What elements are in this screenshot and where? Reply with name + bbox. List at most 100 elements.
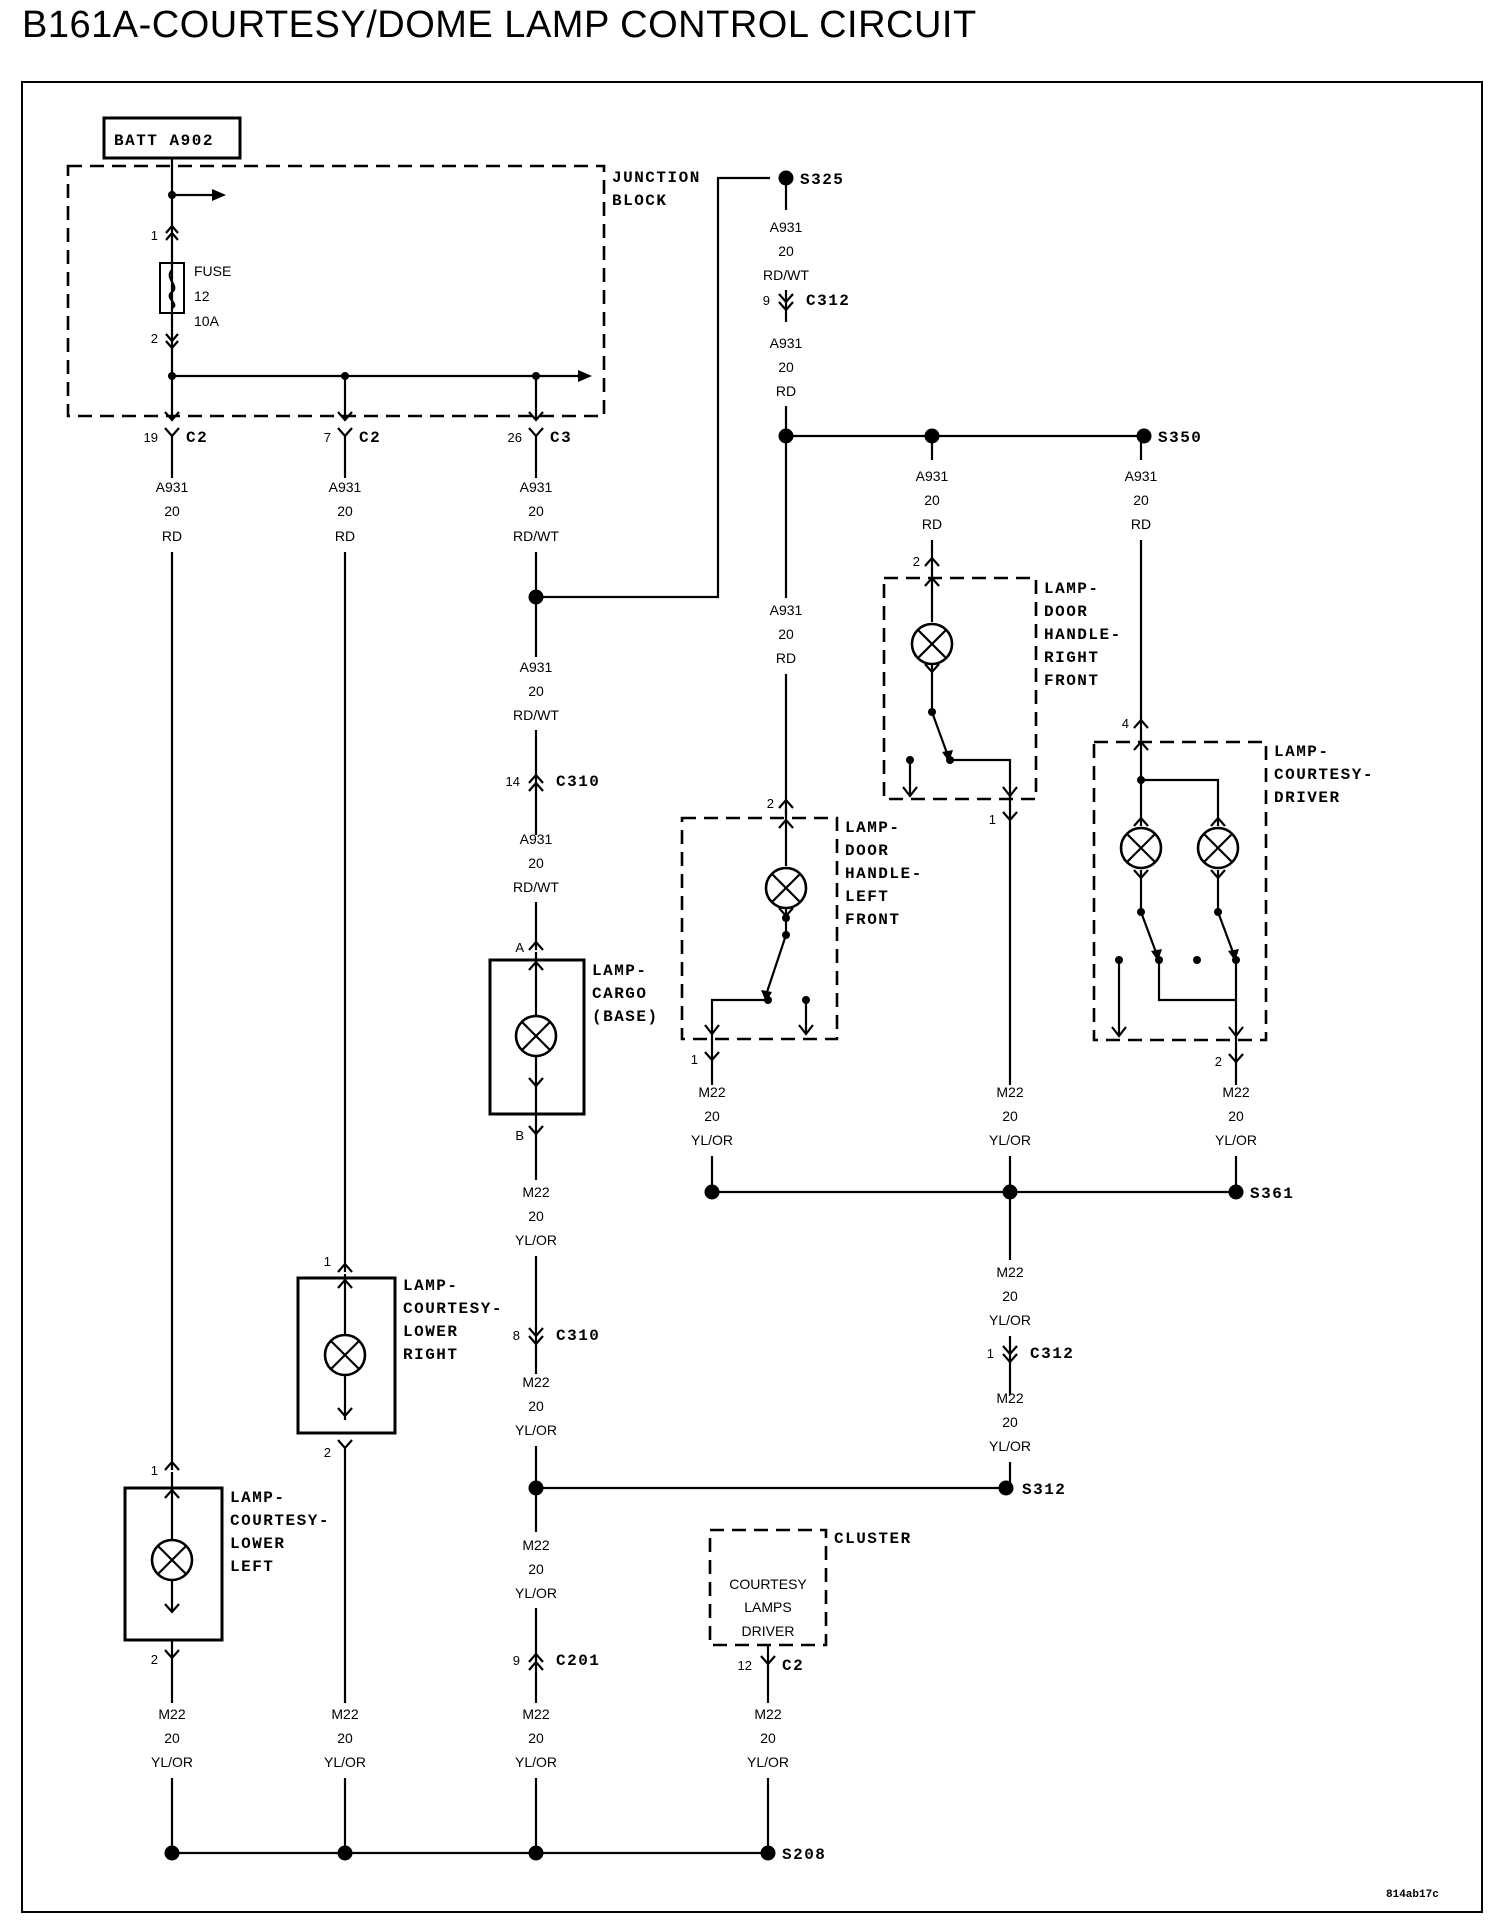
svg-text:2: 2 — [324, 1445, 331, 1460]
svg-text:20: 20 — [760, 1730, 776, 1746]
svg-text:8: 8 — [513, 1328, 520, 1343]
svg-text:C2: C2 — [359, 429, 381, 447]
wire-label-x536-c: M22 20 YL/OR — [515, 1184, 557, 1248]
svg-text:COURTESY-: COURTESY- — [1274, 766, 1374, 784]
wire-label-x345-m22: M22 20 YL/OR — [324, 1706, 366, 1770]
svg-text:M22: M22 — [1222, 1084, 1249, 1100]
svg-text:YL/OR: YL/OR — [1215, 1132, 1257, 1148]
svg-text:M22: M22 — [522, 1184, 549, 1200]
splice-s361: S361 — [1250, 1185, 1294, 1203]
svg-text:C2: C2 — [186, 429, 208, 447]
svg-text:M22: M22 — [522, 1374, 549, 1390]
svg-text:RIGHT: RIGHT — [403, 1346, 459, 1364]
svg-text:HANDLE-: HANDLE- — [845, 865, 923, 883]
splice-s208: S208 — [782, 1846, 826, 1864]
wire-label-left-m22: M22 20 YL/OR — [151, 1706, 193, 1770]
svg-text:A931: A931 — [329, 479, 362, 495]
junction-block-label-2: BLOCK — [612, 192, 668, 210]
svg-text:20: 20 — [528, 503, 544, 519]
svg-text:LOWER: LOWER — [230, 1535, 286, 1553]
driver-bulb-1-icon — [1119, 826, 1163, 870]
cargo-bulb-icon — [514, 1014, 558, 1058]
svg-text:C201: C201 — [556, 1652, 600, 1670]
wire-label-x536-b: A931 20 RD/WT — [513, 831, 559, 895]
output-c2-19: 19 C2 A931 20 RD — [144, 411, 208, 544]
fuse-number: 12 — [194, 288, 210, 304]
svg-text:YL/OR: YL/OR — [515, 1232, 557, 1248]
svg-text:RD: RD — [335, 528, 355, 544]
svg-text:20: 20 — [1133, 492, 1149, 508]
svg-text:M22: M22 — [996, 1084, 1023, 1100]
svg-text:LEFT: LEFT — [230, 1558, 274, 1576]
svg-text:A931: A931 — [770, 335, 803, 351]
svg-text:20: 20 — [337, 1730, 353, 1746]
svg-text:YL/OR: YL/OR — [151, 1754, 193, 1770]
fuse-label: FUSE — [194, 263, 231, 279]
svg-text:COURTESY-: COURTESY- — [403, 1300, 503, 1318]
driver-bulb-2-icon — [1196, 826, 1240, 870]
fuse-rating: 10A — [194, 313, 220, 329]
svg-text:A931: A931 — [520, 659, 553, 675]
svg-text:DRIVER: DRIVER — [1274, 789, 1341, 807]
svg-text:RD: RD — [776, 650, 796, 666]
svg-text:RD: RD — [1131, 516, 1151, 532]
svg-text:20: 20 — [528, 1208, 544, 1224]
svg-text:YL/OR: YL/OR — [989, 1438, 1031, 1454]
svg-text:YL/OR: YL/OR — [515, 1585, 557, 1601]
wire-label-x1236: M22 20 YL/OR — [1215, 1084, 1257, 1148]
svg-text:20: 20 — [528, 1730, 544, 1746]
svg-text:2: 2 — [767, 796, 774, 811]
door-right-bulb-icon — [910, 622, 954, 666]
svg-text:M22: M22 — [698, 1084, 725, 1100]
wire-label-x536-f: M22 20 YL/OR — [515, 1706, 557, 1770]
svg-text:20: 20 — [1228, 1108, 1244, 1124]
wire-label-x1141-a: A931 20 RD — [1125, 468, 1158, 532]
svg-text:C310: C310 — [556, 773, 600, 791]
connector-c310-bottom: 8 C310 — [513, 1327, 600, 1346]
wire-label-x1010-c: M22 20 YL/OR — [989, 1390, 1031, 1454]
svg-text:M22: M22 — [522, 1706, 549, 1722]
svg-text:1: 1 — [691, 1052, 698, 1067]
svg-text:YL/OR: YL/OR — [324, 1754, 366, 1770]
connector-c310-top: 14 C310 — [506, 773, 600, 792]
svg-text:LAMPS: LAMPS — [744, 1599, 791, 1615]
svg-text:26: 26 — [508, 430, 522, 445]
svg-text:COURTESY: COURTESY — [729, 1576, 807, 1592]
svg-text:4: 4 — [1122, 716, 1129, 731]
svg-text:B: B — [515, 1128, 524, 1143]
svg-text:DOOR: DOOR — [1044, 603, 1088, 621]
svg-text:A931: A931 — [1125, 468, 1158, 484]
svg-text:1: 1 — [151, 1463, 158, 1478]
svg-text:M22: M22 — [331, 1706, 358, 1722]
wire-label-x786-c: A931 20 RD — [770, 602, 803, 666]
svg-text:C310: C310 — [556, 1327, 600, 1345]
wire-label-x1010-b: M22 20 YL/OR — [989, 1264, 1031, 1328]
svg-text:20: 20 — [528, 683, 544, 699]
svg-text:A931: A931 — [156, 479, 189, 495]
diagram-frame — [21, 81, 1483, 1913]
cluster-module: CLUSTER COURTESY LAMPS DRIVER — [708, 1528, 910, 1647]
svg-text:20: 20 — [1002, 1288, 1018, 1304]
svg-text:2: 2 — [913, 554, 920, 569]
svg-text:12: 12 — [738, 1658, 752, 1673]
svg-text:A931: A931 — [770, 219, 803, 235]
lamp-courtesy-lower-right: 1 2 LAMP- COURTESY- LOWER RIGHT — [296, 1254, 503, 1460]
battery-label: BATT A902 — [114, 132, 214, 150]
svg-text:(BASE): (BASE) — [592, 1008, 659, 1026]
svg-text:RD/WT: RD/WT — [513, 528, 559, 544]
svg-text:HANDLE-: HANDLE- — [1044, 626, 1122, 644]
svg-text:LEFT: LEFT — [845, 888, 889, 906]
splice-s325: S325 — [800, 171, 844, 189]
svg-text:20: 20 — [1002, 1108, 1018, 1124]
svg-text:20: 20 — [164, 503, 180, 519]
svg-text:A931: A931 — [520, 831, 553, 847]
svg-text:1: 1 — [324, 1254, 331, 1269]
svg-text:A931: A931 — [916, 468, 949, 484]
lamp-door-handle-right-front: 2 1 LAMP- DOOR HANDLE- RIGHT FRONT — [882, 554, 1122, 827]
page-title: B161A-COURTESY/DOME LAMP CONTROL CIRCUIT — [22, 4, 977, 46]
fuse-pin-in: 1 — [151, 228, 158, 243]
svg-text:C3: C3 — [550, 429, 572, 447]
svg-text:LAMP-: LAMP- — [1044, 580, 1100, 598]
output-c3-26: 26 C3 A931 20 RD/WT — [508, 411, 572, 544]
svg-text:A931: A931 — [520, 479, 553, 495]
